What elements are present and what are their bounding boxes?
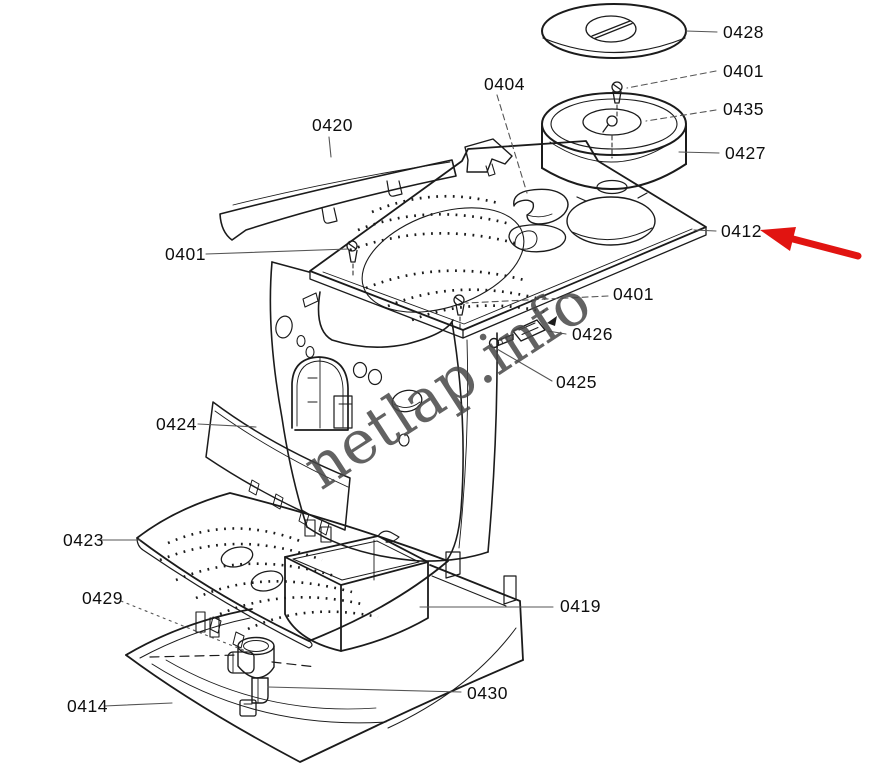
label-0435: 0435 (723, 99, 764, 119)
label-0401-mid: 0401 (613, 284, 654, 304)
part-drip-grid-0423 (136, 492, 449, 649)
part-front-panel-0424 (205, 401, 351, 536)
leader-0425 (496, 348, 553, 382)
part-float-valve-0430 (239, 677, 269, 717)
part-cover-0404 (513, 188, 569, 225)
label-0425: 0425 (556, 372, 597, 392)
part-latch-0426 (512, 316, 557, 342)
part-screw-0401-top (611, 81, 623, 121)
part-float-0429 (227, 636, 275, 679)
leader-0401-mid (465, 295, 609, 304)
label-0420: 0420 (312, 115, 353, 135)
leader-0401-left (205, 248, 349, 255)
leader-0430 (267, 686, 462, 693)
label-0419: 0419 (560, 596, 601, 616)
part-screw-0401-left (346, 240, 358, 277)
label-0401-left: 0401 (165, 244, 206, 264)
leader-0427 (678, 151, 720, 154)
part-screw-0425 (488, 333, 514, 349)
leader-0428 (685, 30, 718, 33)
part-disc-0435 (582, 108, 642, 159)
label-0424: 0424 (156, 414, 197, 434)
part-screw-0401-mid (453, 294, 465, 331)
label-0423: 0423 (63, 530, 104, 550)
leader-0412 (693, 229, 717, 232)
label-0404: 0404 (484, 74, 525, 94)
label-0428: 0428 (723, 22, 764, 42)
part-drip-tray-0414 (125, 551, 524, 763)
label-0414: 0414 (67, 696, 108, 716)
label-0401-top: 0401 (723, 61, 764, 81)
leader-lines (100, 30, 720, 707)
label-0430: 0430 (467, 683, 508, 703)
leader-0426 (547, 330, 567, 335)
label-0412: 0412 (721, 221, 762, 241)
part-lid-0428 (541, 3, 687, 59)
part-cover-strip-0420 (219, 159, 457, 241)
leader-0435 (645, 109, 717, 122)
part-container-0419 (284, 530, 429, 652)
red-arrow (760, 227, 862, 260)
part-top-panel-0412 (309, 140, 707, 339)
leader-0414 (103, 702, 173, 707)
leader-0404 (496, 94, 528, 194)
part-cover-strip-right (464, 138, 513, 177)
part-main-body (269, 261, 498, 562)
part-labels: 0428 0401 0435 0427 0404 0420 0412 0401 … (63, 22, 766, 716)
leader-0401-top (626, 70, 717, 89)
leader-0424 (197, 423, 257, 428)
part-container-0427 (541, 92, 687, 202)
label-0427: 0427 (725, 143, 766, 163)
label-0426: 0426 (572, 324, 613, 344)
label-0429: 0429 (82, 588, 123, 608)
leader-0420 (328, 136, 332, 158)
